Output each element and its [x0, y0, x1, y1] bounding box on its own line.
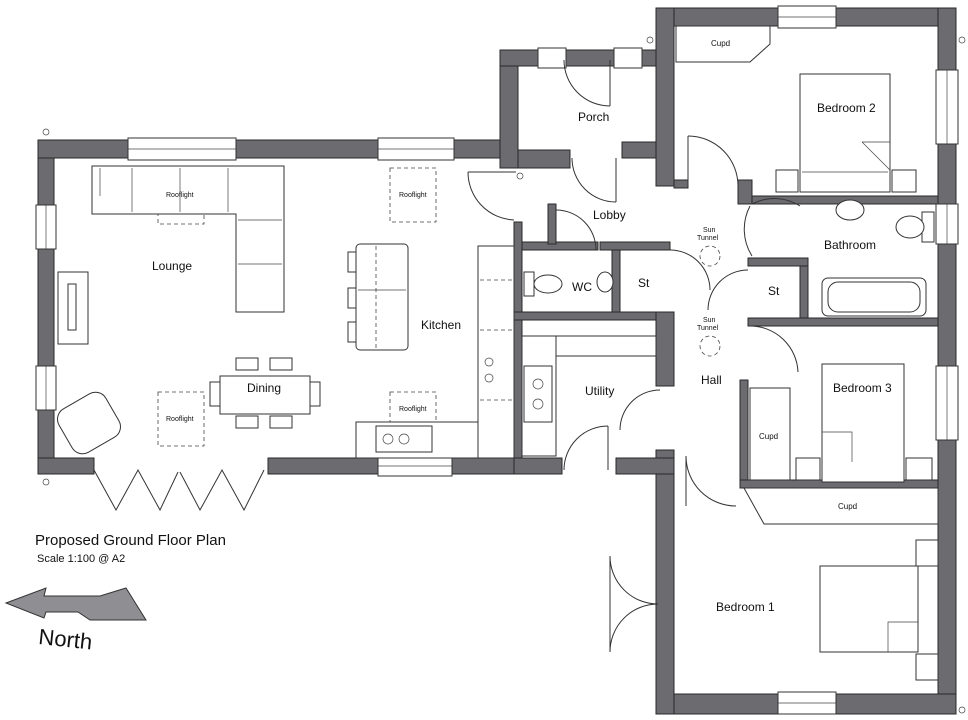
kitchen-worktop-east	[477, 245, 515, 459]
kitchen-island	[355, 243, 409, 351]
chair	[269, 357, 293, 371]
room-labels: Lounge Dining Kitchen Porch Lobby WC St …	[152, 101, 892, 614]
label-cupd: Cupd	[838, 502, 857, 511]
chair	[235, 415, 259, 429]
bedside-table	[915, 539, 939, 567]
sun-tunnel	[699, 245, 721, 267]
bed-bed2	[799, 73, 891, 193]
label-utility: Utility	[585, 384, 614, 398]
label-rooflight: Rooflight	[166, 416, 194, 423]
kitchen-sink	[375, 425, 433, 453]
label-bathroom: Bathroom	[824, 238, 876, 252]
bed-bed3	[821, 363, 905, 483]
rooflight-dining	[157, 391, 205, 447]
wc-cistern	[523, 271, 535, 297]
label-dining: Dining	[247, 381, 281, 395]
bedside-table	[775, 169, 799, 193]
wall-west	[37, 139, 55, 475]
sofa	[91, 165, 285, 313]
utility-sink	[523, 365, 553, 423]
bath-basin	[835, 199, 865, 221]
bedside-table	[915, 653, 939, 681]
label-bedroom-3: Bedroom 3	[833, 381, 892, 395]
wc-basin	[596, 271, 614, 293]
chair	[309, 381, 321, 407]
wall-porch-west	[499, 49, 519, 169]
bed-bed1	[819, 565, 919, 653]
annotations: Rooflight Rooflight Rooflight Rooflight …	[166, 39, 857, 511]
window-porch-b	[613, 47, 643, 69]
north-label: North	[37, 624, 94, 655]
wall-utility-south	[513, 457, 563, 475]
stool	[347, 251, 357, 273]
label-bedroom-1: Bedroom 1	[716, 600, 775, 614]
label-sun-tunnel: Tunnel	[697, 325, 719, 332]
label-store-2: St	[768, 284, 780, 298]
wall-bed3-west	[739, 379, 749, 487]
window-porch-a	[537, 47, 567, 69]
label-cupd: Cupd	[759, 432, 778, 441]
armchair	[57, 391, 121, 455]
plan-scale: Scale 1:100 @ A2	[37, 553, 126, 565]
chair	[235, 357, 259, 371]
wall-porch-south-a	[517, 149, 571, 169]
wall-hall-west	[655, 311, 675, 387]
label-rooflight: Rooflight	[399, 192, 427, 199]
stool	[347, 321, 357, 343]
wall-utility-north	[513, 311, 659, 321]
label-sun-tunnel: Sun	[703, 227, 716, 234]
wall-south-left	[37, 457, 95, 475]
wall-hall-south	[615, 457, 675, 475]
tv	[67, 283, 77, 331]
wall-bed1-west	[655, 449, 675, 715]
bedside-table	[905, 457, 933, 481]
chair	[269, 415, 293, 429]
wall-lobby-stub	[547, 203, 557, 245]
wall-bed2-south-a	[673, 179, 689, 189]
label-porch: Porch	[578, 110, 609, 124]
windows	[35, 5, 959, 715]
label-rooflight: Rooflight	[399, 406, 427, 413]
label-rooflight: Rooflight	[166, 192, 194, 199]
utility-worktop-north	[555, 335, 657, 357]
label-cupd: Cupd	[711, 39, 730, 48]
plan-title: Proposed Ground Floor Plan	[35, 532, 226, 549]
wall-utility-west	[513, 221, 523, 459]
wall-bath-south	[747, 317, 939, 327]
wardrobe-bed2	[675, 25, 771, 63]
wc-pan	[533, 274, 563, 294]
furniture	[57, 25, 939, 681]
wall-st2-east	[799, 257, 809, 325]
north-arrow-icon	[4, 587, 147, 621]
label-lounge: Lounge	[152, 259, 192, 273]
label-store-1: St	[638, 276, 650, 290]
wall-bed2-south-b	[737, 179, 753, 205]
wall-bath-north	[739, 195, 939, 205]
wall-st2-north	[747, 257, 809, 267]
label-kitchen: Kitchen	[421, 318, 461, 332]
bath-wc-pan	[895, 215, 925, 239]
label-sun-tunnel: Sun	[703, 317, 716, 324]
label-bedroom-2: Bedroom 2	[817, 101, 876, 115]
stool	[347, 287, 357, 309]
rooflight-kitchen-north	[389, 167, 437, 223]
wall-bed2-west	[655, 7, 675, 187]
doors	[93, 59, 801, 653]
wardrobe-bed1	[743, 487, 939, 525]
corner-markers	[42, 36, 966, 714]
bedside-table	[891, 169, 917, 193]
label-wc: WC	[572, 280, 592, 294]
label-hall: Hall	[701, 373, 722, 387]
label-sun-tunnel: Tunnel	[697, 235, 719, 242]
sun-tunnel	[699, 335, 721, 357]
bedside-table	[795, 457, 821, 481]
label-lobby: Lobby	[593, 208, 626, 222]
dining-table	[219, 375, 311, 415]
chair	[209, 381, 221, 407]
wall-wc-north	[521, 241, 599, 251]
wall-st1-north	[599, 241, 671, 251]
wardrobe-bed3	[749, 387, 791, 481]
